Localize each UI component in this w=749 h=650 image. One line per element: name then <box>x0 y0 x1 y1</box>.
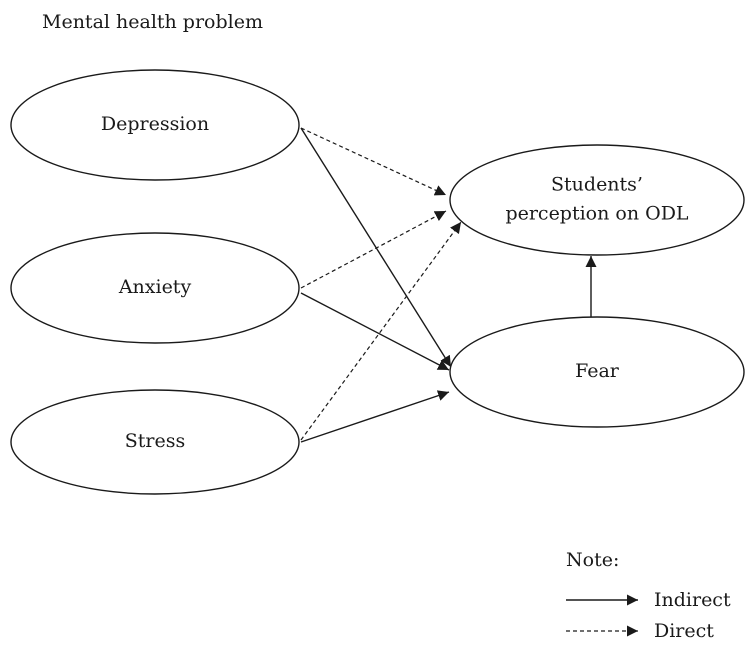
node-anxiety-ellipse <box>10 232 300 344</box>
edge-anxiety-to-fear-solid <box>300 292 450 371</box>
node-stress: Stress <box>10 389 300 495</box>
edge-depression-to-fear-solid <box>300 127 452 368</box>
node-fear: Fear <box>449 316 745 428</box>
node-fear-label: Fear <box>575 360 620 382</box>
legend-title: Note: <box>566 549 619 571</box>
edge-stress-to-fear-solid <box>300 390 450 443</box>
node-fear-ellipse <box>449 316 745 428</box>
edge-depression-to-perception-dashed <box>300 127 447 196</box>
node-perception-ellipse <box>449 144 745 256</box>
legend-direct-label: Direct <box>654 620 714 642</box>
node-depression: Depression <box>10 69 300 181</box>
edges-layer <box>300 127 597 443</box>
node-perception-label: perception on ODL <box>505 203 688 225</box>
node-depression-ellipse <box>10 69 300 181</box>
diagram-heading: Mental health problem <box>42 11 263 33</box>
node-stress-label: Stress <box>125 430 185 452</box>
node-stress-ellipse <box>10 389 300 495</box>
legend-indirect-label: Indirect <box>654 589 731 611</box>
node-perception: Students’ perception on ODL <box>449 144 745 256</box>
legend: Note: Indirect Direct <box>566 549 731 642</box>
node-anxiety-label: Anxiety <box>118 276 192 298</box>
edge-anxiety-to-perception-dashed <box>300 210 447 289</box>
node-depression-label: Depression <box>101 113 209 135</box>
edge-stress-to-perception-dashed <box>300 221 462 441</box>
node-perception-label: Students’ <box>551 174 643 196</box>
node-anxiety: Anxiety <box>10 232 300 344</box>
